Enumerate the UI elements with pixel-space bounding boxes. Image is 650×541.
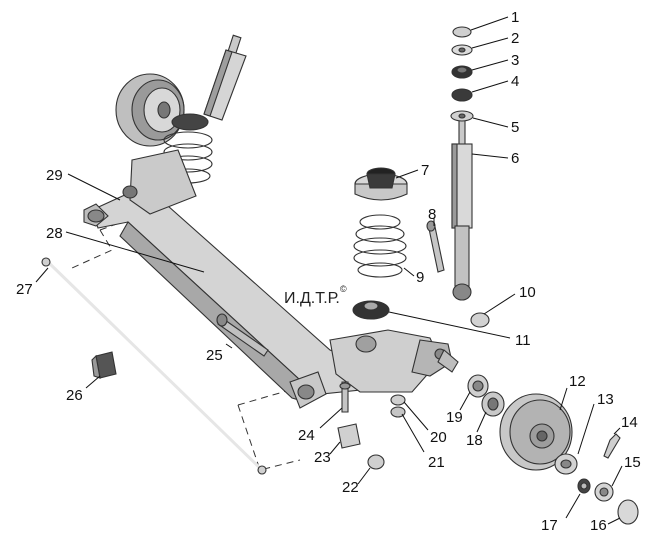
callout-28: 28 <box>46 225 63 242</box>
callout-21: 21 <box>428 454 445 471</box>
pivot-bolt <box>216 313 269 357</box>
brake-drum <box>499 393 573 471</box>
callout-24: 24 <box>298 427 315 444</box>
callout-9: 9 <box>416 269 424 286</box>
left-shock-absorber <box>203 34 247 121</box>
watermark: И.Д.Т.Р. © <box>284 284 347 307</box>
hub-cap-bearing <box>554 453 578 475</box>
watermark-mark: © <box>340 284 347 294</box>
hub-nut <box>594 482 614 502</box>
callout-29: 29 <box>46 167 63 184</box>
left-brake-drum <box>115 73 185 147</box>
washer-small <box>390 394 406 418</box>
callout-13: 13 <box>597 391 614 408</box>
callout-7: 7 <box>421 162 429 179</box>
callout-10: 10 <box>519 284 536 301</box>
callout-2: 2 <box>511 30 519 47</box>
lower-spring-insulator <box>352 300 390 320</box>
callout-3: 3 <box>511 52 519 69</box>
callout-12: 12 <box>569 373 586 390</box>
shock-bolt <box>426 220 445 273</box>
watermark-text: И.Д.Т.Р. <box>284 290 340 307</box>
lock-nut <box>367 454 385 470</box>
callout-18: 18 <box>466 432 483 449</box>
hub-cap <box>617 499 639 525</box>
left-spring <box>163 113 213 184</box>
right-trailing-arm <box>329 329 459 393</box>
spacer-sleeve <box>337 423 361 449</box>
cotter-pin <box>603 433 621 459</box>
callout-25: 25 <box>206 347 223 364</box>
callout-15: 15 <box>624 454 641 471</box>
upper-spring-seat <box>354 167 408 201</box>
callout-16: 16 <box>590 517 607 534</box>
bearing-inner <box>481 391 505 417</box>
callout-5: 5 <box>511 119 519 136</box>
callout-11: 11 <box>515 332 531 349</box>
shock-mount-stack <box>450 26 474 122</box>
bearing-outer <box>467 374 489 398</box>
left-trailing-arm <box>122 149 197 215</box>
callout-23: 23 <box>314 449 331 466</box>
callout-17: 17 <box>541 517 558 534</box>
right-shock-absorber <box>451 119 473 301</box>
rear-axle-beam <box>83 187 393 409</box>
callout-4: 4 <box>511 73 519 90</box>
leader-lines <box>35 16 623 525</box>
callout-numbers: 1 2 3 4 5 6 7 8 9 10 11 12 13 14 15 16 1… <box>16 9 641 534</box>
callout-27: 27 <box>16 281 33 298</box>
callout-8: 8 <box>428 206 436 223</box>
callout-19: 19 <box>446 409 463 426</box>
thrust-washer <box>577 478 591 494</box>
callout-26: 26 <box>66 387 83 404</box>
callout-14: 14 <box>621 414 638 431</box>
stabilizer-bar <box>41 257 267 475</box>
callout-20: 20 <box>430 429 447 446</box>
right-coil-spring <box>353 214 407 278</box>
bolt-24 <box>339 381 351 413</box>
callout-6: 6 <box>511 150 519 167</box>
shock-nut <box>470 312 490 328</box>
callout-1: 1 <box>511 9 519 26</box>
callout-22: 22 <box>342 479 359 496</box>
bushing-part <box>91 351 117 379</box>
